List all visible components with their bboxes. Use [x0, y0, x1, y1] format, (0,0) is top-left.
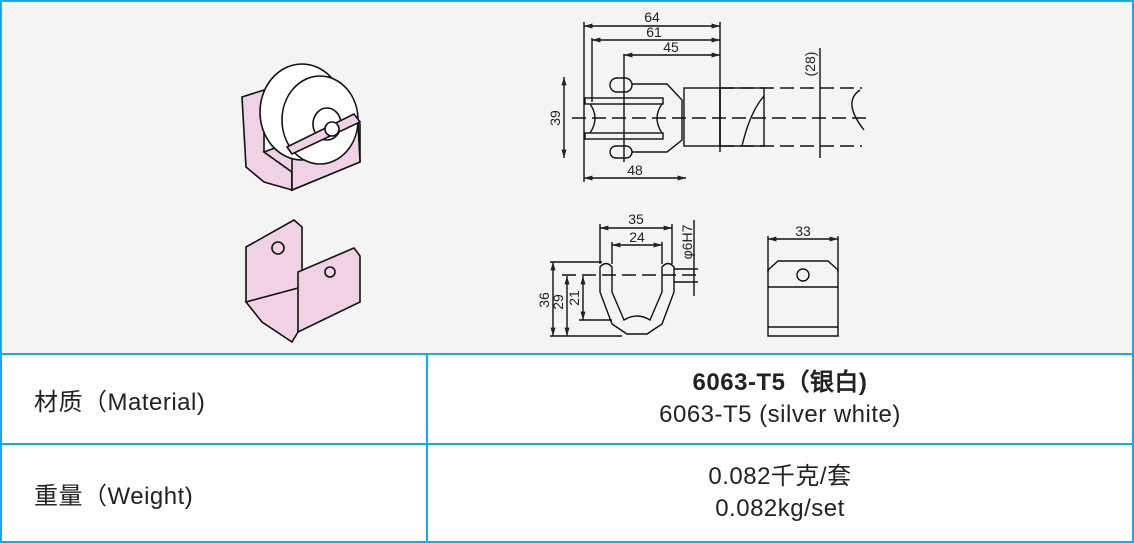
dim-29: 29 [550, 294, 566, 310]
section-view-drawing [550, 220, 702, 337]
dim-35: 35 [628, 211, 644, 227]
spec-label: 材质（Material) [2, 355, 428, 443]
spec-row-material: 材质（Material) 6063-T5（银白) 6063-T5 (silver… [2, 355, 1132, 445]
dim-36: 36 [536, 292, 552, 308]
dim-33: 33 [795, 223, 811, 239]
product-drawing-area: 64 61 45 39 48 (28) 35 [2, 2, 1132, 355]
spec-value-en: 6063-T5 (silver white) [659, 401, 901, 428]
dim-21: 21 [566, 290, 582, 306]
spec-value-cn: 6063-T5（银白) [692, 369, 868, 396]
wheel-bracket-3d-image [241, 63, 362, 192]
spec-value: 6063-T5（银白) 6063-T5 (silver white) [428, 355, 1132, 443]
spec-value-cn: 0.082千克/套 [708, 463, 852, 490]
dim-39: 39 [547, 110, 563, 126]
dim-dia-6h7: φ6H7 [679, 224, 695, 259]
spec-value-en: 0.082kg/set [715, 495, 845, 522]
dim-28: (28) [802, 52, 818, 77]
top-view-drawing [561, 22, 872, 182]
spec-row-weight: 重量（Weight) 0.082千克/套 0.082kg/set [2, 445, 1132, 541]
technical-drawing: 64 61 45 39 48 (28) 35 [241, 9, 872, 344]
dim-61: 61 [646, 24, 662, 40]
spec-value: 0.082千克/套 0.082kg/set [428, 445, 1132, 541]
spec-label: 重量（Weight) [2, 445, 428, 541]
side-view-drawing [767, 236, 839, 337]
dim-64: 64 [644, 9, 660, 25]
dim-48: 48 [627, 162, 643, 178]
bracket-3d-image [244, 219, 361, 344]
dim-45: 45 [663, 39, 679, 55]
dim-24: 24 [629, 229, 645, 245]
